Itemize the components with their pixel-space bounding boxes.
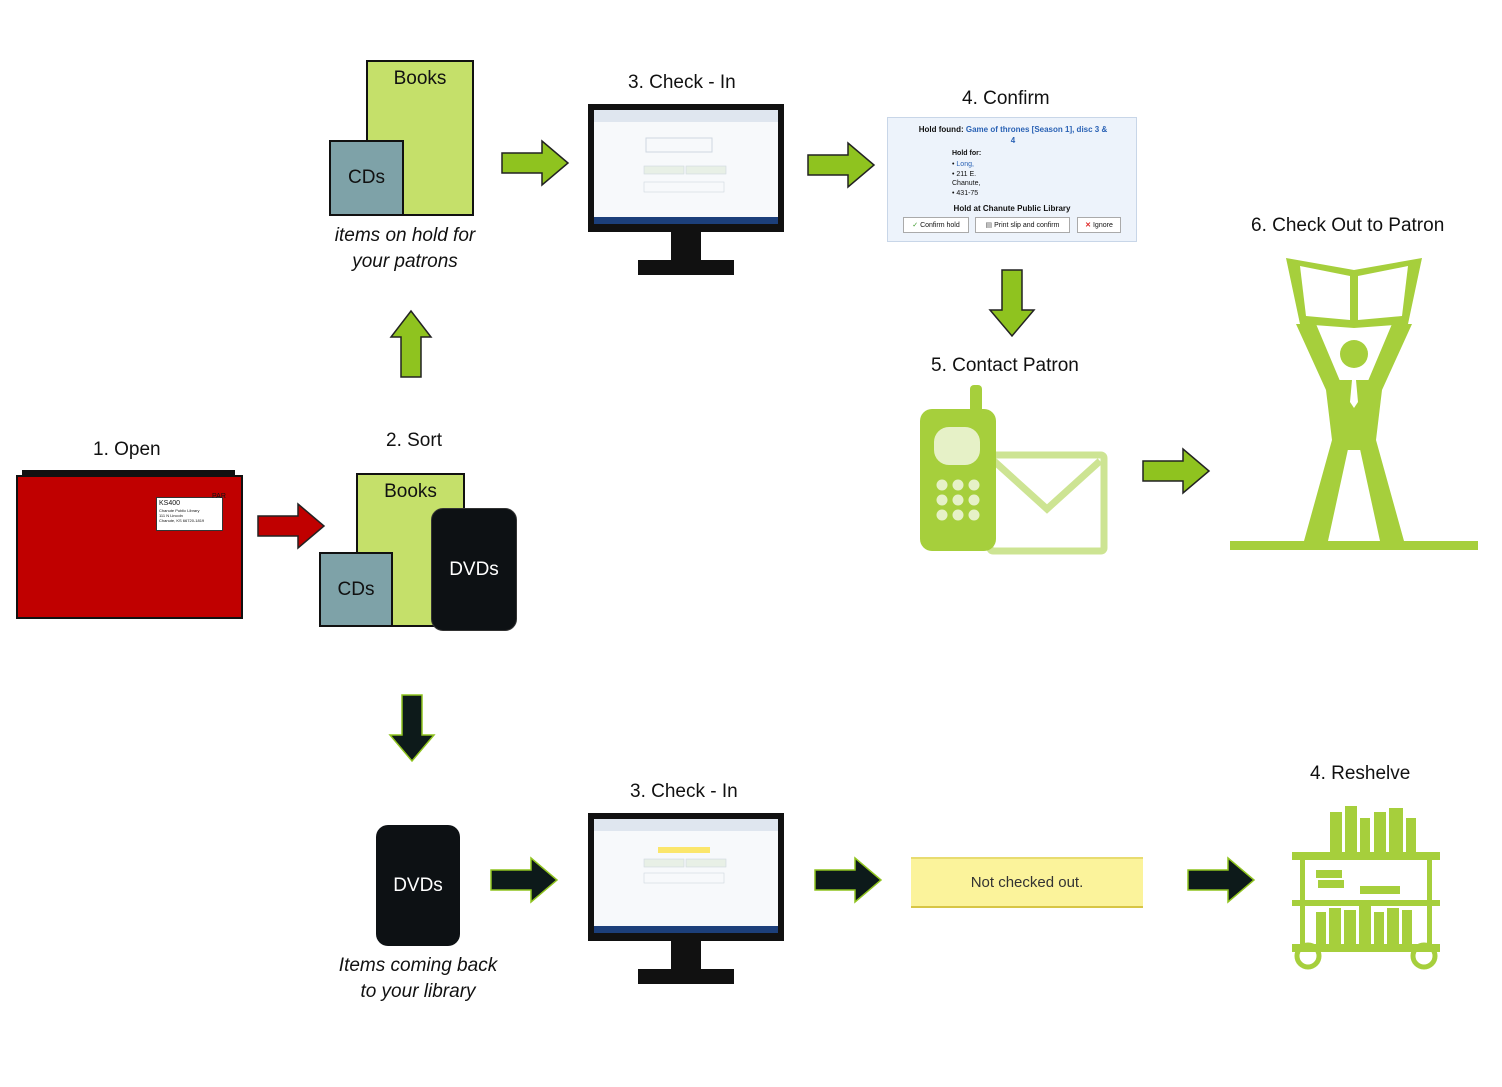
patron-with-book-icon: [1230, 258, 1478, 550]
monitor-bottom: [588, 813, 784, 984]
hold-found-title: Hold found: Game of thrones [Season 1], …: [892, 124, 1134, 146]
step-checkin-top-label: 3. Check - In: [628, 72, 736, 93]
hold-caption: items on hold for your patrons: [300, 223, 510, 275]
sort-books-label: Books: [384, 481, 437, 502]
print-slip-button[interactable]: ▤ Print slip and confirm: [975, 217, 1070, 233]
arrow-confirm-to-contact: [988, 269, 1036, 338]
envelope-icon: [986, 451, 1108, 555]
hold-for-label: Hold for:: [952, 150, 982, 157]
not-checked-out-notice: Not checked out.: [911, 857, 1143, 908]
bin-corner-label: PAR: [212, 493, 226, 500]
return-dvds-label: DVDs: [393, 874, 443, 896]
arrow-sort-to-return: [388, 694, 436, 763]
bin-address-line: Chanute, KS 66720-1819: [159, 518, 205, 523]
return-caption: Items coming back to your library: [300, 953, 536, 1005]
return-caption-line2: to your library: [360, 981, 476, 1002]
patron-city: Chanute,: [952, 180, 981, 187]
sort-cds-box: CDs: [319, 552, 393, 627]
delivery-bin-lid: [22, 470, 235, 475]
patron-info: • Long, • 211 E. Chanute, • 431-75: [952, 160, 980, 198]
hold-books-label: Books: [393, 68, 447, 89]
sort-cds-label: CDs: [337, 578, 375, 600]
monitor-top: [588, 104, 784, 275]
sort-dvds-label: DVDs: [449, 558, 499, 580]
bin-address-label: KS400 Chanute Public Library 111 N Linco…: [156, 497, 223, 531]
step-open-label: 1. Open: [93, 439, 161, 460]
ignore-button[interactable]: ✕ Ignore: [1077, 217, 1121, 233]
step-reshelve-label: 4. Reshelve: [1310, 763, 1411, 784]
confirm-hold-button[interactable]: ✓ Confirm hold: [903, 217, 969, 233]
step-confirm-label: 4. Confirm: [962, 88, 1050, 109]
hold-item-title-cont[interactable]: 4: [1010, 136, 1016, 145]
arrow-notice-to-reshelve: [1187, 856, 1256, 904]
arrow-open-to-sort: [257, 502, 326, 550]
arrow-checkin-to-confirm: [807, 141, 876, 189]
phone-icon: [920, 385, 996, 551]
step-checkin-bottom-label: 3. Check - In: [630, 781, 738, 802]
hold-item-title[interactable]: Game of thrones [Season 1], disc 3 &: [965, 125, 1108, 134]
delivery-bin: KS400 Chanute Public Library 111 N Linco…: [16, 475, 243, 619]
book-cart-icon: [1292, 806, 1440, 970]
phone-email-icon: [920, 385, 1108, 555]
bin-address-line: Chanute Public Library: [159, 508, 200, 513]
return-caption-line1: Items coming back: [338, 955, 498, 976]
printer-icon: ▤: [985, 222, 993, 229]
hold-found-label: Hold found:: [918, 125, 964, 134]
not-checked-out-text: Not checked out.: [970, 874, 1084, 891]
arrow-return-to-checkin: [490, 856, 559, 904]
check-icon: ✓: [912, 222, 919, 229]
bin-address-line: 111 N Lincoln: [159, 513, 183, 518]
hold-at-label: Hold at Chanute Public Library: [953, 204, 1071, 213]
patron-address: • 211 E.: [952, 170, 977, 178]
return-dvds-box: DVDs: [376, 825, 460, 946]
bin-code: KS400: [159, 500, 181, 507]
hold-caption-line2: your patrons: [352, 251, 458, 272]
step-contact-label: 5. Contact Patron: [931, 355, 1079, 376]
hold-found-dialog: Hold found: Game of thrones [Season 1], …: [887, 117, 1137, 242]
hold-caption-line1: items on hold for: [334, 225, 476, 246]
patron-name[interactable]: • Long,: [952, 161, 974, 168]
tie: [1350, 380, 1358, 408]
x-icon: ✕: [1085, 222, 1092, 229]
arrow-contact-to-checkout: [1142, 447, 1211, 495]
hold-cds-box: CDs: [329, 140, 404, 216]
step-checkout-label: 6. Check Out to Patron: [1251, 215, 1445, 236]
arrow-sort-to-hold: [389, 309, 433, 378]
sort-dvds-box: DVDs: [431, 508, 517, 631]
patron-phone: • 431-75: [952, 189, 979, 197]
arrow-checkin-to-notice: [814, 856, 883, 904]
hold-cds-label: CDs: [348, 167, 385, 188]
step-sort-label: 2. Sort: [386, 430, 442, 451]
arrow-hold-to-checkin: [501, 139, 570, 187]
